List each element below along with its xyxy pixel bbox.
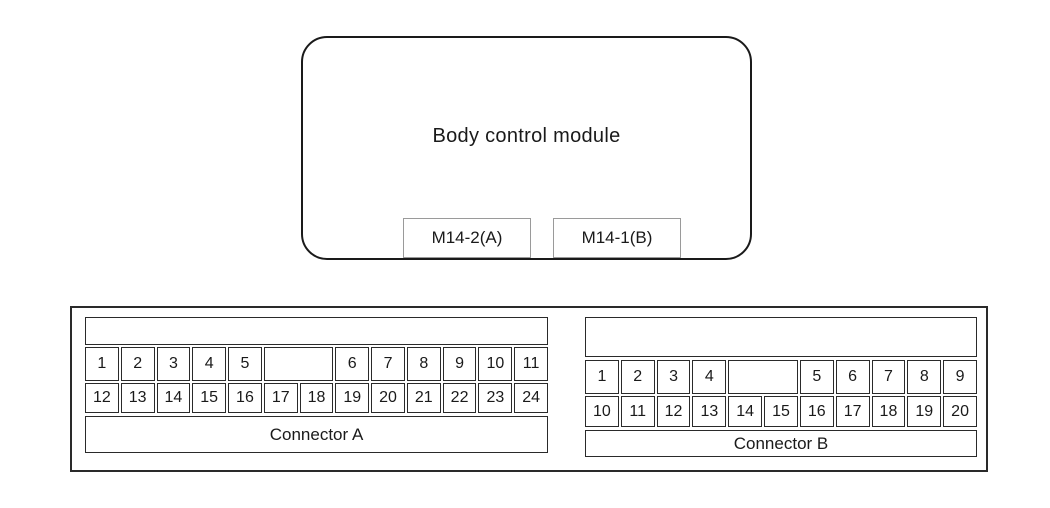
pin-cell: 24 [514, 383, 548, 413]
connector-tag-m14-2a: M14-2(A) [403, 218, 531, 258]
connector-a-label: Connector A [85, 416, 548, 453]
pin-cell: 12 [656, 396, 691, 427]
connector-b-label: Connector B [585, 430, 977, 457]
pin-cell: 23 [478, 383, 513, 413]
pin-cell: 16 [228, 383, 262, 413]
pin-cell: 3 [156, 347, 191, 381]
pin-cell: 7 [871, 360, 906, 394]
pin-cell: 3 [656, 360, 691, 394]
connector-b-top-band [585, 317, 977, 357]
connector-a-pin-row-2: 12 13 14 15 16 17 18 19 20 21 22 23 24 [85, 383, 548, 413]
body-control-module-box: Body control module M14-2(A) M14-1(B) [301, 36, 752, 260]
pin-cell: 6 [835, 360, 870, 394]
pin-cell: 4 [192, 347, 227, 381]
pin-cell: 19 [907, 396, 942, 427]
pin-cell: 17 [835, 396, 870, 427]
pin-cell: 5 [799, 360, 834, 394]
pin-cell: 18 [299, 383, 334, 413]
pin-cell: 17 [263, 383, 298, 413]
pin-cell: 20 [371, 383, 405, 413]
pin-cell: 4 [692, 360, 727, 394]
pin-cell: 14 [728, 396, 763, 427]
connector-a-pin-row-1: 1 2 3 4 5 6 7 8 9 10 11 [85, 347, 548, 381]
pin-cell: 19 [335, 383, 370, 413]
pin-cell: 1 [85, 347, 119, 381]
pin-cell: 6 [335, 347, 370, 381]
pin-cell: 7 [371, 347, 405, 381]
connector-a-top-band [85, 317, 548, 345]
connector-b-pin-row-2: 10 11 12 13 14 15 16 17 18 19 20 [585, 396, 977, 427]
connector-tag-m14-1b: M14-1(B) [553, 218, 681, 258]
pin-cell: 10 [585, 396, 619, 427]
pin-cell: 9 [442, 347, 477, 381]
pin-cell: 5 [228, 347, 262, 381]
pin-cell: 16 [799, 396, 834, 427]
pin-cell: 10 [478, 347, 513, 381]
pin-cell: 8 [907, 360, 942, 394]
connector-housing-frame: 1 2 3 4 5 6 7 8 9 10 11 12 13 14 15 16 1… [70, 306, 988, 472]
pin-cell: 12 [85, 383, 119, 413]
connector-b-pin-row-1: 1 2 3 4 5 6 7 8 9 [585, 360, 977, 394]
module-title: Body control module [432, 125, 621, 147]
blank-key-cell [263, 347, 334, 381]
pin-cell: 1 [585, 360, 619, 394]
pin-cell: 21 [406, 383, 441, 413]
pin-cell: 13 [692, 396, 727, 427]
connector-b-block: 1 2 3 4 5 6 7 8 9 10 11 12 13 14 15 16 1… [585, 317, 977, 457]
pin-cell: 15 [764, 396, 798, 427]
pin-cell: 18 [871, 396, 906, 427]
pin-cell: 13 [120, 383, 155, 413]
pin-cell: 11 [620, 396, 655, 427]
blank-key-cell [728, 360, 798, 394]
pin-cell: 9 [943, 360, 977, 394]
pin-cell: 8 [406, 347, 441, 381]
connector-a-block: 1 2 3 4 5 6 7 8 9 10 11 12 13 14 15 16 1… [85, 317, 548, 453]
pin-cell: 2 [620, 360, 655, 394]
pin-cell: 14 [156, 383, 191, 413]
pin-cell: 11 [514, 347, 548, 381]
pin-cell: 20 [943, 396, 977, 427]
pin-cell: 15 [192, 383, 227, 413]
pin-cell: 2 [120, 347, 155, 381]
pin-cell: 22 [442, 383, 477, 413]
